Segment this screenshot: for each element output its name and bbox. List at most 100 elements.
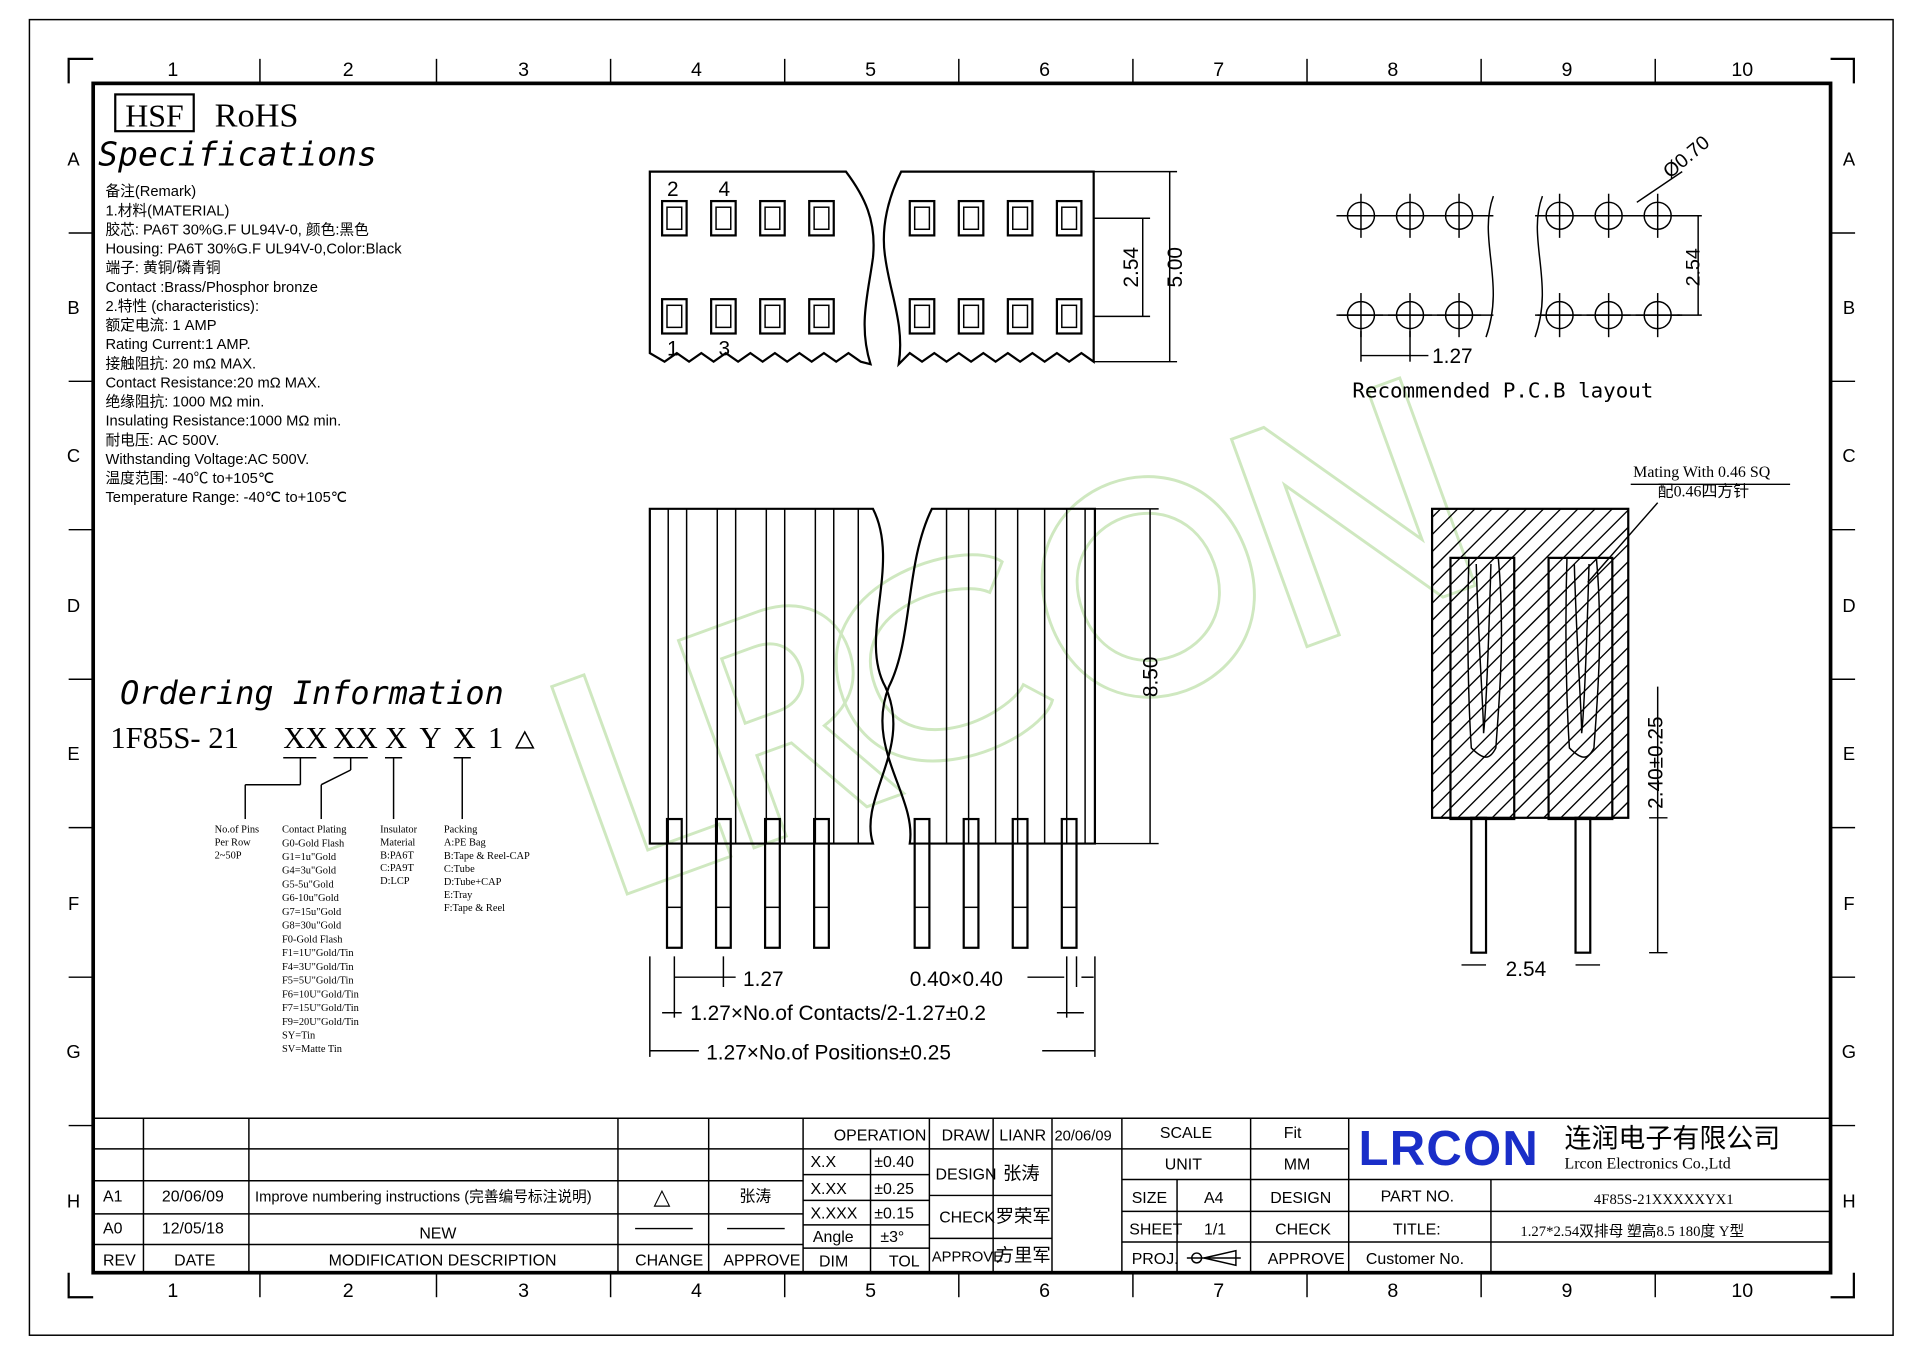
col-label-bottom: 10 <box>1731 1280 1753 1302</box>
legend-line: F1=1U"Gold/Tin <box>282 948 354 959</box>
dim-positions: 1.27×No.of Positions±0.25 <box>706 1041 951 1064</box>
sheet-value: 1/1 <box>1204 1222 1226 1239</box>
col-label-bottom: 7 <box>1213 1280 1224 1302</box>
col-label-top: 6 <box>1039 59 1050 81</box>
rev-a1-approve: 张涛 <box>739 1188 771 1206</box>
desc-header: MODIFICATION DESCRIPTION <box>329 1252 557 1269</box>
socket-hole <box>808 199 835 237</box>
dim-pitch-254: 2.54 <box>1120 247 1143 288</box>
pin-label-4: 4 <box>718 178 730 201</box>
legend-line: G5-5u"Gold <box>282 879 334 890</box>
approve-header: APPROVE <box>723 1252 800 1269</box>
hole-diameter: Ø0.70 <box>1659 132 1714 183</box>
contact-pin <box>1011 817 1029 949</box>
mating-note-en: Mating With 0.46 SQ <box>1633 464 1771 481</box>
front-view: 8.50 1.27 0.40×0.40 1.27×No.of Contacts/… <box>648 507 1162 1064</box>
row-label-left: G <box>66 1041 80 1062</box>
row-label-left: D <box>67 595 80 616</box>
row-label-right: C <box>1842 445 1855 466</box>
pcb-layout: Ø0.70 2.54 1.27 Recommended P.C.B layout <box>1336 132 1714 402</box>
legend-line: Contact Plating <box>282 825 346 836</box>
pcb-row-pitch: 2.54 <box>1682 248 1704 286</box>
rev-a1-change: △ <box>654 1184 671 1209</box>
code-prefix: 1F85S- 21 <box>110 721 239 755</box>
size-label: SIZE <box>1132 1190 1167 1207</box>
rev-header: REV <box>103 1252 136 1269</box>
tol-k-0: X.X <box>810 1154 836 1171</box>
title-value: 1.27*2.54双排母 塑高8.5 180度 Y型 <box>1520 1223 1744 1240</box>
company-en: Lrcon Electronics Co.,Ltd <box>1565 1155 1731 1172</box>
rev-a0-desc: NEW <box>419 1225 456 1242</box>
legend-line: F0-Gold Flash <box>282 934 343 945</box>
code-insulator: X <box>385 721 407 755</box>
tol-k-2: X.XXX <box>810 1206 857 1223</box>
col-label-top: 7 <box>1213 59 1224 81</box>
socket-hole <box>908 199 936 237</box>
row-label-left: A <box>67 149 80 170</box>
tol-header: TOL <box>889 1254 920 1271</box>
tol-v-1: ±0.25 <box>874 1181 914 1198</box>
pin-label-2: 2 <box>667 178 679 201</box>
socket-hole <box>660 199 688 237</box>
socket-hole <box>1006 298 1034 335</box>
legend-line: Per Row <box>215 837 252 848</box>
size-value: A4 <box>1204 1190 1224 1207</box>
legend-line: G7=15u"Gold <box>282 907 342 918</box>
contact-pin <box>714 817 732 949</box>
legend-line: B:PA6T <box>380 850 414 861</box>
legend-line: Packing <box>444 825 478 836</box>
remark-line: Contact :Brass/Phosphor bronze <box>105 280 317 296</box>
dim-header: DIM <box>819 1254 848 1271</box>
col-label-top: 2 <box>343 59 354 81</box>
design-name: 张涛 <box>1003 1163 1040 1184</box>
ordering-code: 1F85S- 21 XX XX X Y X 1 <box>110 721 535 755</box>
socket-hole <box>1006 199 1034 237</box>
socket-hole <box>660 298 688 335</box>
col-label-bottom: 9 <box>1562 1280 1573 1302</box>
contact-pin <box>962 817 980 949</box>
rev-a1: A1 <box>103 1189 123 1206</box>
pin-label-1: 1 <box>667 338 679 361</box>
contact-pin <box>913 817 931 949</box>
remark-line: 2.特性 (characteristics): <box>105 298 259 315</box>
approve-name: 方里军 <box>996 1245 1051 1266</box>
dim-spacing: 2.54 <box>1506 958 1547 981</box>
socket-hole <box>957 298 985 335</box>
row-label-left: B <box>67 297 79 318</box>
col-label-top: 9 <box>1562 59 1573 81</box>
legend-line: C:PA9T <box>380 863 414 874</box>
col-label-bottom: 3 <box>518 1280 529 1302</box>
remark-line: 耐电压: AC 500V. <box>105 432 219 449</box>
legend-line: G1=1u"Gold <box>282 852 337 863</box>
row-label-right: B <box>1843 297 1855 318</box>
socket-hole <box>759 199 786 237</box>
legend-line: F5=5U"Gold/Tin <box>282 976 354 987</box>
dim-contacts: 1.27×No.of Contacts/2-1.27±0.2 <box>690 1002 986 1025</box>
approve-label: APPROVE <box>932 1250 1003 1266</box>
info-design-label: DESIGN <box>1270 1190 1331 1207</box>
remark-line: 绝缘阻抗: 1000 MΩ min. <box>105 394 264 411</box>
company-cn: 连润电子有限公司 <box>1565 1124 1781 1154</box>
legend-line: Material <box>380 837 415 848</box>
row-label-left: C <box>67 445 80 466</box>
outer-border <box>28 18 1894 1336</box>
socket-hole <box>808 298 835 335</box>
legend-line: D:Tube+CAP <box>444 877 502 888</box>
top-view: 2 4 1 3 2.54 5.00 <box>648 170 1187 368</box>
check-name: 罗荣军 <box>996 1205 1051 1226</box>
row-label-left: F <box>68 893 79 914</box>
remarks-block: 备注(Remark)1.材料(MATERIAL)胶芯: PA6T 30%G.F … <box>105 183 402 506</box>
legend-line: 2~50P <box>215 850 242 861</box>
remark-line: Temperature Range: -40℃ to+105℃ <box>105 490 347 506</box>
dim-pitch-127: 1.27 <box>743 968 784 991</box>
info-approve-label: APPROVE <box>1268 1251 1345 1268</box>
unit-value: MM <box>1284 1157 1311 1174</box>
remark-line: 备注(Remark) <box>105 183 196 200</box>
rev-a0-date: 12/05/18 <box>162 1220 224 1237</box>
col-label-bottom: 6 <box>1039 1280 1050 1302</box>
